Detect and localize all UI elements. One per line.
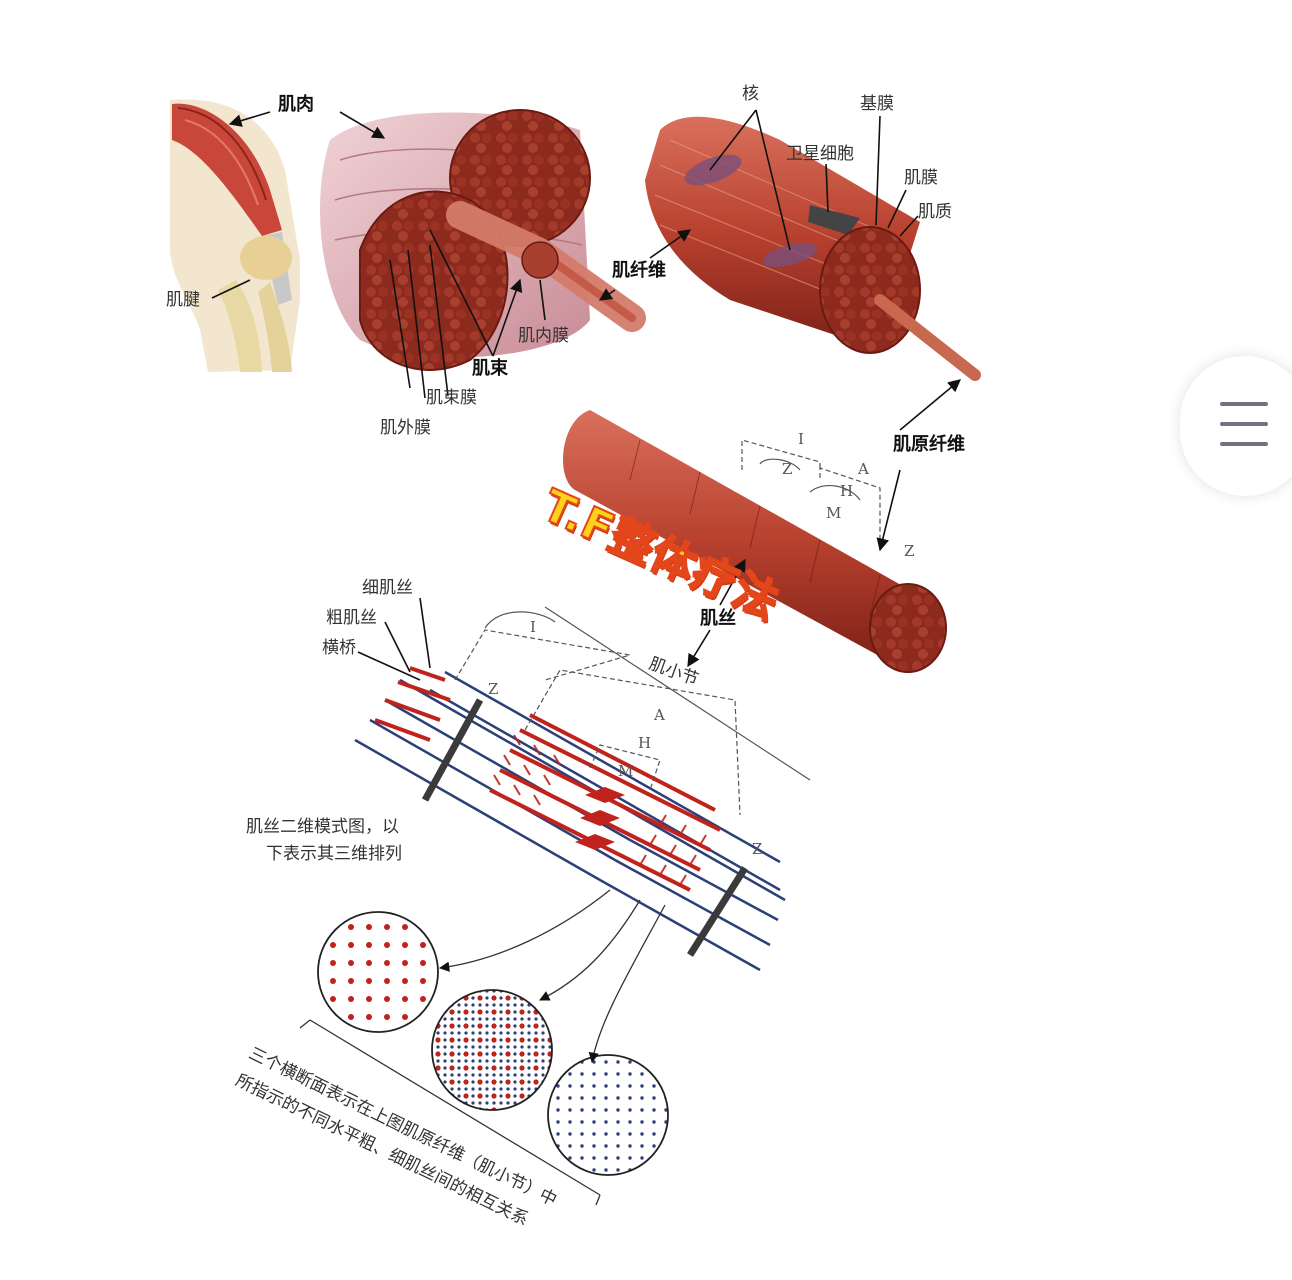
- label-myofilament: 肌丝: [700, 608, 736, 629]
- band-A-top: A: [858, 460, 869, 478]
- leg-illustration: [170, 99, 300, 373]
- label-nucleus: 核: [742, 84, 759, 104]
- label-basal-lamina: 基膜: [860, 94, 894, 114]
- label-epimysium: 肌外膜: [380, 418, 431, 438]
- label-perimysium: 肌束膜: [426, 388, 477, 408]
- band-H-top: H: [840, 482, 854, 500]
- cross-sections: [299, 889, 669, 1206]
- label-tendon: 肌腱: [166, 290, 200, 310]
- band-I-bottom: I: [530, 618, 536, 636]
- label-muscle-fiber: 肌纤维: [612, 260, 666, 281]
- filament-2d-diagram: [354, 606, 811, 972]
- menu-button[interactable]: [1180, 356, 1292, 496]
- band-M-top: M: [826, 504, 842, 522]
- label-satellite-cell: 卫星细胞: [786, 144, 854, 164]
- caption-2d-line2: 下表示其三维排列: [266, 844, 402, 865]
- band-Z-bottom-right: Z: [752, 840, 763, 858]
- band-Z-top: Z: [782, 460, 793, 478]
- label-myofibril: 肌原纤维: [893, 434, 965, 455]
- band-A-bottom: A: [654, 706, 665, 724]
- band-I-top: I: [798, 430, 804, 448]
- label-muscle: 肌肉: [278, 94, 314, 115]
- label-thin-filament: 细肌丝: [362, 578, 413, 598]
- caption-2d: 肌丝二维模式图，以 下表示其三维排列: [246, 814, 402, 868]
- myofibril-illustration: [563, 410, 947, 673]
- muscle-fiber-illustration: [645, 116, 981, 381]
- band-M-bottom: M: [618, 762, 634, 780]
- label-fascicle: 肌束: [472, 358, 508, 379]
- leader-lines: [211, 109, 961, 681]
- muscle-bundle-illustration: [320, 109, 646, 371]
- label-endomysium: 肌内膜: [518, 326, 569, 346]
- band-H-bottom: H: [638, 734, 652, 752]
- band-Z-bottom-left: Z: [488, 680, 499, 698]
- band-Z-right: Z: [904, 542, 915, 560]
- caption-2d-line1: 肌丝二维模式图，以: [246, 817, 399, 837]
- label-thick-filament: 粗肌丝: [326, 608, 377, 628]
- label-sarcolemma: 肌膜: [904, 168, 938, 188]
- label-sarcoplasm: 肌质: [918, 202, 952, 222]
- label-cross-bridge: 横桥: [322, 638, 356, 658]
